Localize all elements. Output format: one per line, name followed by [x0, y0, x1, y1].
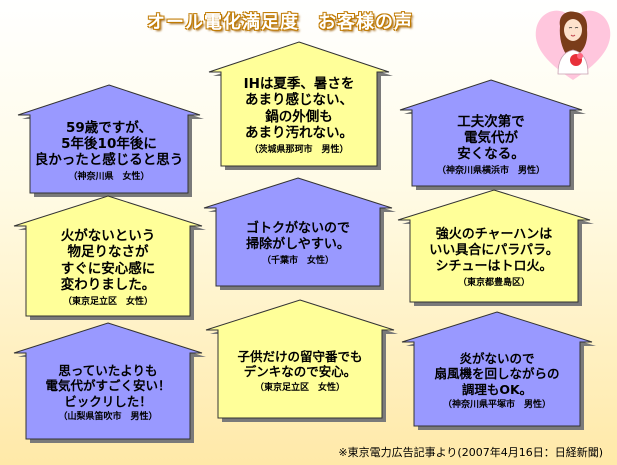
testimonial-card: 子供だけの留守番でもデンキなので安心。 （東京足立区 女性） [205, 299, 398, 422]
house-shape [397, 189, 594, 306]
house-body [13, 195, 203, 317]
testimonial-line: シチューはトロ火。 [435, 258, 553, 274]
testimonial-location: （茨城県那珂市 男性） [249, 144, 349, 155]
testimonial-location: （東京都豊島区） [457, 277, 530, 288]
source-note: ※東京電力広告記事より(2007年4月16日：日経新聞) [338, 446, 603, 459]
testimonial-line: 物足りなさが [67, 244, 149, 261]
testimonial-line: 鍋の外側も [265, 108, 333, 125]
house-body [401, 311, 593, 427]
house-body [13, 322, 203, 440]
testimonial-text: 59歳ですが、5年後10年後に良かったと感じると思う （神奈川県 女性） [18, 120, 200, 183]
face [564, 19, 582, 41]
house-body [208, 41, 390, 167]
house-body [205, 299, 395, 419]
testimonial-text: 工夫次第で電気代が安くなる。 （神奈川県横浜市 男性） [400, 114, 582, 177]
testimonial-card: ゴトクがないので掃除がしやすい。 （千葉市 女性） [203, 177, 396, 290]
testimonial-line: デンキなので安心。 [243, 364, 357, 380]
testimonial-location: （神奈川県 女性） [68, 171, 150, 182]
testimonial-line: 掃除がしやすい。 [246, 236, 350, 252]
testimonial-location: （神奈川県平塚市 男性） [442, 399, 551, 410]
house-shape [13, 322, 206, 443]
testimonial-card: 59歳ですが、5年後10年後に良かったと感じると思う （神奈川県 女性） [17, 84, 204, 197]
testimonial-line: 59歳ですが、 [65, 119, 153, 136]
testimonial-line: 変わりました。 [60, 277, 156, 294]
testimonial-text: 強火のチャーハンはいい具合にパラパラ。シチューはトロ火。 （東京都豊島区） [398, 227, 590, 289]
testimonial-card: 炎がないので扇風機を回しながらの調理もOK。 （神奈川県平塚市 男性） [401, 311, 596, 430]
testimonial-text: 火がないという物足りなさがすぐに安心感に変わりました。 （東京足立区 女性） [14, 228, 202, 308]
house-body [397, 189, 591, 303]
testimonial-line: いい具合にパラパラ。 [429, 242, 559, 258]
house-shape [17, 84, 204, 197]
house-shape [203, 177, 396, 290]
testimonial-text: 炎がないので扇風機を回しながらの調理もOK。 （神奈川県平塚市 男性） [402, 351, 592, 411]
testimonial-line: 5年後10年後に [61, 135, 157, 152]
testimonial-line: 電気代が [464, 129, 518, 146]
testimonial-line: IHは夏季、暑さを [243, 76, 355, 92]
house-shape [208, 41, 393, 170]
testimonial-line: 子供だけの留守番でも [237, 349, 363, 364]
testimonial-card: IHは夏季、暑さをあまり感じない、鍋の外側もあまり汚れない。 （茨城県那珂市 男性… [208, 41, 393, 170]
mascot-illustration [535, 10, 611, 80]
house-shape [401, 311, 596, 430]
house-shape [205, 299, 398, 422]
testimonial-card: 火がないという物足りなさがすぐに安心感に変わりました。 （東京足立区 女性） [13, 195, 206, 320]
house-shape [13, 195, 206, 320]
testimonial-text: ゴトクがないので掃除がしやすい。 （千葉市 女性） [204, 221, 392, 267]
testimonial-location: （東京足立区 女性） [254, 382, 345, 393]
testimonial-line: 思っていたよりも [58, 363, 158, 378]
testimonial-line: あまり汚れない。 [245, 125, 353, 142]
testimonial-line: 強火のチャーハンは [435, 227, 553, 242]
testimonial-line: ゴトクがないので [245, 221, 350, 236]
testimonial-line: 火がないという [60, 228, 156, 244]
testimonial-card: 工夫次第で電気代が安くなる。 （神奈川県横浜市 男性） [399, 79, 586, 190]
testimonial-line: 良かったと感じると思う [34, 152, 184, 169]
testimonial-line: ビックリした！ [64, 393, 152, 409]
house-body [203, 177, 393, 287]
testimonial-card: 思っていたよりも電気代がすごく安い！ビックリした！ （山梨県笛吹市 男性） [13, 322, 206, 443]
testimonial-location: （東京足立区 女性） [62, 296, 153, 307]
testimonial-line: 扇風機を回しながらの [434, 366, 560, 382]
house-body [399, 79, 583, 187]
testimonial-line: 電気代がすごく安い！ [45, 378, 171, 394]
house-body [17, 84, 201, 194]
testimonial-card: 強火のチャーハンはいい具合にパラパラ。シチューはトロ火。 （東京都豊島区） [397, 189, 594, 306]
page-title: オール電化満足度 お客様の声 [147, 12, 413, 33]
testimonial-text: 子供だけの留守番でもデンキなので安心。 （東京足立区 女性） [206, 349, 394, 393]
testimonial-line: 安くなる。 [457, 146, 525, 163]
testimonial-line: 工夫次第で [457, 113, 525, 130]
testimonial-location: （神奈川県横浜市 男性） [436, 165, 545, 176]
testimonial-line: 炎がないので [459, 351, 535, 366]
testimonial-line: すぐに安心感に [60, 260, 156, 277]
testimonial-line: 調理もOK。 [461, 381, 533, 397]
testimonial-text: IHは夏季、暑さをあまり感じない、鍋の外側もあまり汚れない。 （茨城県那珂市 男性… [209, 76, 389, 156]
testimonial-location: （山梨県笛吹市 男性） [58, 411, 158, 422]
house-shape [399, 79, 586, 190]
testimonial-location: （千葉市 女性） [261, 255, 334, 266]
testimonial-text: 思っていたよりも電気代がすごく安い！ビックリした！ （山梨県笛吹市 男性） [14, 363, 202, 423]
testimonial-line: あまり感じない、 [245, 92, 353, 109]
